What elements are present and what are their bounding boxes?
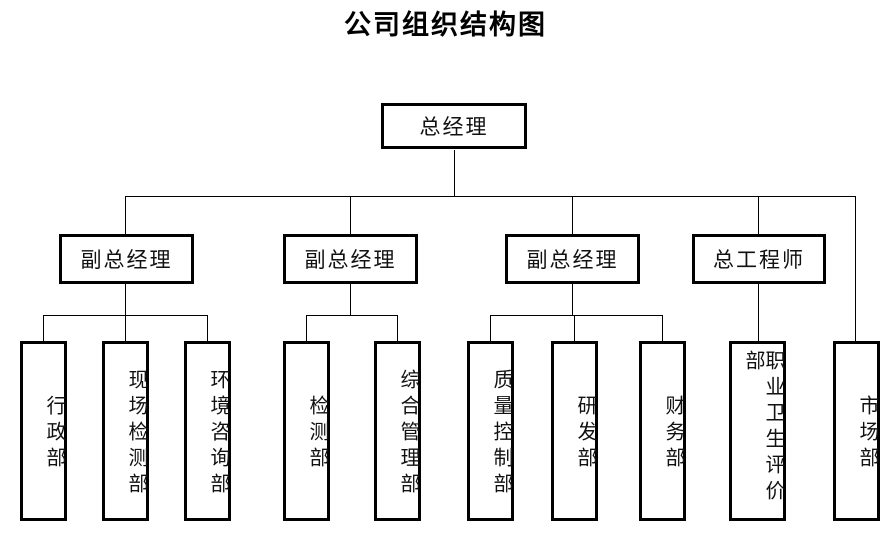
node-deputy-gm-1[interactable]: 副总经理: [59, 234, 194, 284]
connector-bus-group3: [490, 315, 662, 316]
connector-drop-dept-7: [574, 315, 575, 341]
connector-drop-vp3: [572, 196, 573, 234]
node-label: 综合管理部: [397, 369, 419, 499]
node-label: 行政部: [43, 395, 65, 473]
node-label: 总工程师: [713, 248, 805, 272]
node-dept-marketing[interactable]: 市场部: [833, 341, 880, 521]
node-deputy-gm-2[interactable]: 副总经理: [283, 234, 418, 284]
node-label: 质量控制部: [490, 369, 512, 499]
connector-stem-group3: [572, 284, 573, 315]
node-dept-finance[interactable]: 财务部: [639, 341, 686, 521]
node-chief-engineer[interactable]: 总工程师: [692, 234, 826, 284]
connector-drop-chief-engineer: [758, 196, 759, 234]
connector-drop-dept-9: [758, 284, 759, 341]
node-label: 职业卫生评价部: [742, 350, 784, 506]
connector-drop-marketing: [855, 196, 856, 341]
node-label: 环境咨询部: [207, 369, 229, 499]
node-dept-administration[interactable]: 行政部: [20, 341, 67, 521]
connector-drop-dept-5: [397, 315, 398, 341]
node-label: 研发部: [574, 395, 596, 473]
connector-drop-dept-6: [490, 315, 491, 341]
node-deputy-gm-3[interactable]: 副总经理: [505, 234, 640, 284]
connector-drop-dept-3: [207, 315, 208, 341]
connector-drop-vp2: [350, 196, 351, 234]
connector-stem-group2: [350, 284, 351, 315]
node-dept-environmental-consulting[interactable]: 环境咨询部: [184, 341, 231, 521]
connector-drop-dept-2: [125, 315, 126, 341]
connector-drop-vp1: [125, 196, 126, 234]
connector-drop-dept-8: [662, 315, 663, 341]
connector-main-bus: [125, 196, 856, 197]
connector-bus-group2: [306, 315, 397, 316]
connector-stem-group1: [125, 284, 126, 315]
connector-drop-dept-4: [306, 315, 307, 341]
node-dept-research-development[interactable]: 研发部: [551, 341, 598, 521]
node-label: 市场部: [856, 395, 878, 473]
node-dept-field-testing[interactable]: 现场检测部: [102, 341, 149, 521]
node-dept-occupational-health-assessment[interactable]: 职业卫生评价部: [729, 341, 786, 521]
node-label: 现场检测部: [125, 369, 147, 499]
page-title: 公司组织结构图: [344, 10, 547, 40]
node-label: 总经理: [419, 115, 489, 139]
node-dept-testing[interactable]: 检测部: [283, 341, 330, 521]
node-label: 副总经理: [304, 248, 397, 272]
connector-drop-dept-1: [43, 315, 44, 341]
connector-root-stem: [454, 150, 455, 196]
node-label: 检测部: [306, 395, 328, 473]
node-general-manager[interactable]: 总经理: [381, 103, 527, 149]
node-dept-general-management[interactable]: 综合管理部: [374, 341, 421, 521]
node-label: 财务部: [662, 395, 684, 473]
node-label: 副总经理: [80, 248, 173, 272]
node-dept-quality-control[interactable]: 质量控制部: [467, 341, 514, 521]
node-label: 副总经理: [526, 248, 619, 272]
